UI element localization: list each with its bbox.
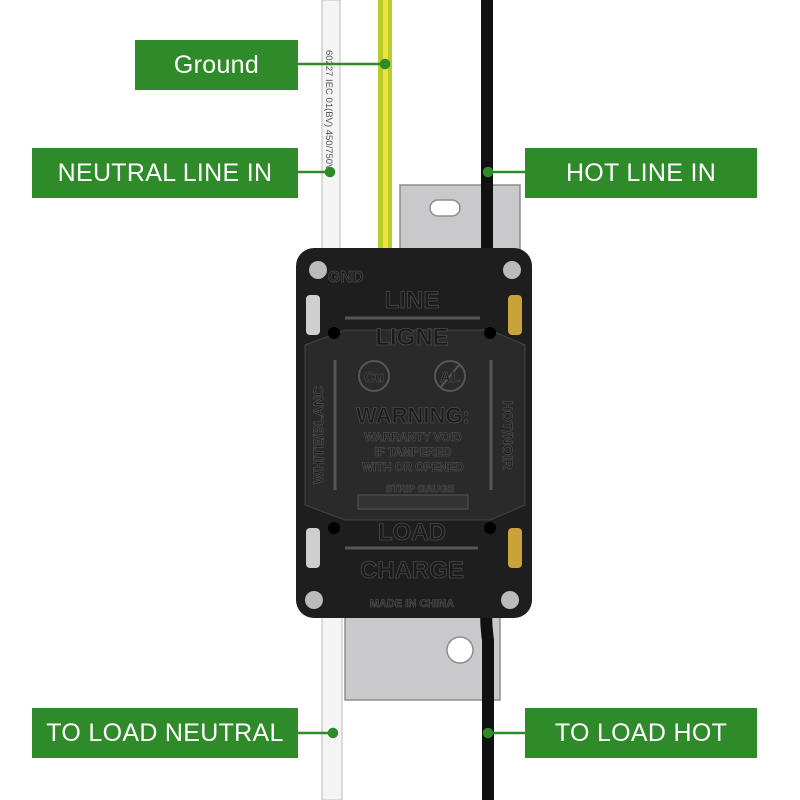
hot-noir-marking: HOT/NOIR xyxy=(500,401,516,469)
white-blanc-marking: WHITE/BLANC xyxy=(310,386,326,484)
load-marking: LOAD xyxy=(378,519,446,546)
charge-marking: CHARGE xyxy=(360,557,464,584)
ligne-marking: LIGNE xyxy=(375,324,448,351)
warning-marking: WARNING: xyxy=(356,403,470,428)
neutral-line-in-label: NEUTRAL LINE IN xyxy=(32,148,298,198)
hot-line-in-label: HOT LINE IN xyxy=(525,148,757,198)
made-in-china-marking: MADE IN CHINA xyxy=(370,598,454,610)
al-marking: AL xyxy=(440,369,460,386)
ground-label: Ground xyxy=(135,40,298,90)
wire-print: 60227 IEC 01(BV) 450/750V xyxy=(323,50,334,171)
to-load-hot-label: TO LOAD HOT xyxy=(525,708,757,758)
callout-lines xyxy=(298,58,525,739)
hot-wire-in xyxy=(481,0,493,300)
cu-marking: Cu xyxy=(364,369,384,386)
gfci-back-housing xyxy=(296,248,532,618)
warranty-line-2: IF TAMPERED xyxy=(374,447,451,459)
to-load-neutral-label: TO LOAD NEUTRAL xyxy=(32,708,298,758)
warranty-line-3: WITH OR OPENED xyxy=(362,462,464,474)
strip-gauge-marking: STRIP GAUGE xyxy=(386,484,455,495)
warranty-line-1: WARRANTY VOID xyxy=(364,432,462,444)
gnd-marking: GND xyxy=(328,269,364,286)
line-marking: LINE xyxy=(385,287,440,314)
